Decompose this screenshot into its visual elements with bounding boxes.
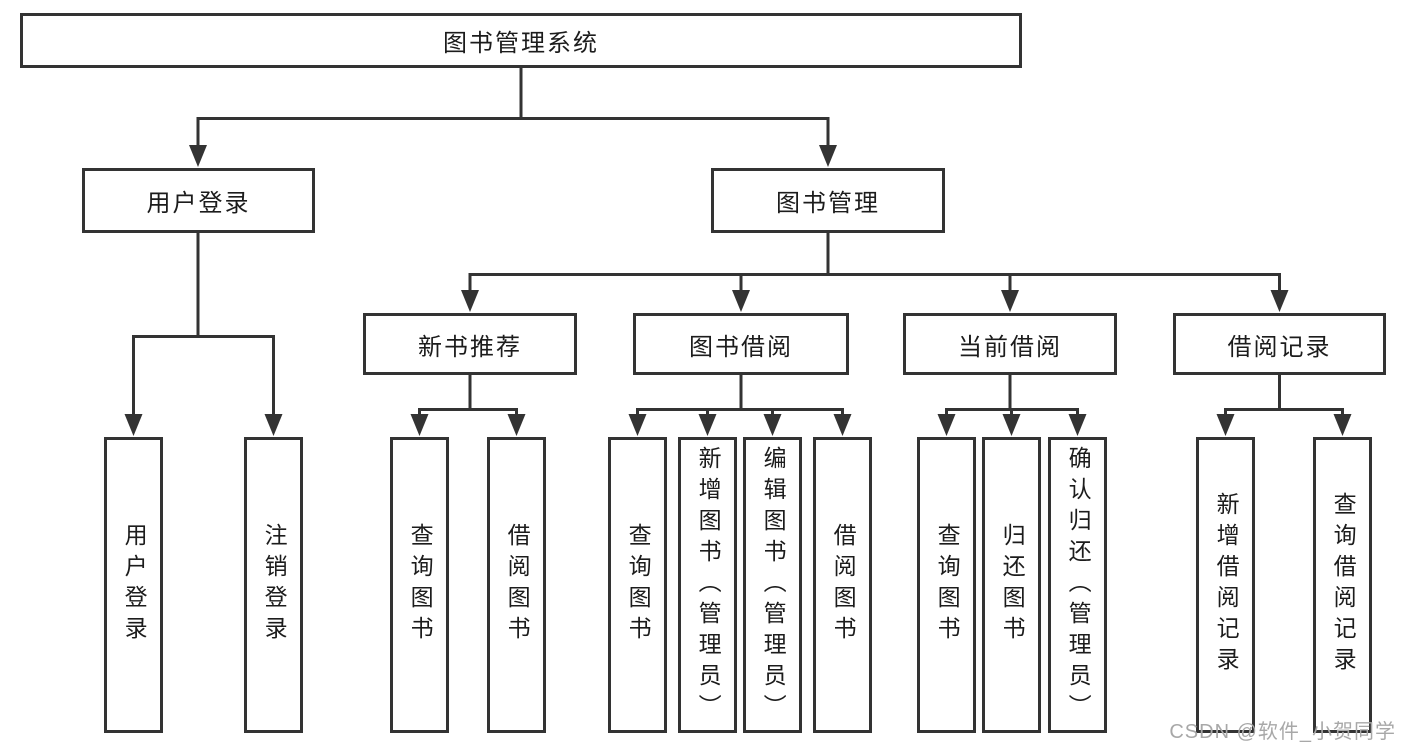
leaf-borrow-book-1: 借阅图书 <box>487 437 546 733</box>
leaf-label: 编辑图书（管理员） <box>760 445 787 725</box>
leaf-query-book-3: 查询图书 <box>917 437 976 733</box>
leaf-label: 用户登录 <box>121 523 148 647</box>
leaf-confirm-return-admin: 确认归还（管理员） <box>1048 437 1107 733</box>
csdn-watermark: CSDN @软件_小贺同学 <box>1169 721 1396 743</box>
node-new-book-recommend: 新书推荐 <box>363 313 577 375</box>
node-library-management-system: 图书管理系统 <box>20 13 1022 68</box>
leaf-edit-book-admin: 编辑图书（管理员） <box>743 437 802 733</box>
leaf-label: 借阅图书 <box>830 523 857 647</box>
leaf-query-book-1: 查询图书 <box>390 437 449 733</box>
leaf-label: 注销登录 <box>261 523 288 647</box>
node-book-borrow: 图书借阅 <box>633 313 849 375</box>
leaf-label: 借阅图书 <box>504 523 531 647</box>
leaf-query-borrow-record: 查询借阅记录 <box>1313 437 1372 733</box>
leaf-borrow-book-2: 借阅图书 <box>813 437 872 733</box>
leaf-label: 确认归还（管理员） <box>1065 445 1092 725</box>
leaf-label: 新增借阅记录 <box>1213 492 1240 678</box>
leaf-label: 查询图书 <box>625 523 652 647</box>
leaf-label: 归还图书 <box>999 523 1026 647</box>
leaf-label: 查询图书 <box>934 523 961 647</box>
leaf-logout: 注销登录 <box>244 437 303 733</box>
leaf-label: 查询借阅记录 <box>1330 492 1357 678</box>
leaf-add-book-admin: 新增图书（管理员） <box>678 437 737 733</box>
leaf-query-book-2: 查询图书 <box>608 437 667 733</box>
leaf-return-book: 归还图书 <box>982 437 1041 733</box>
leaf-add-borrow-record: 新增借阅记录 <box>1196 437 1255 733</box>
node-current-borrow: 当前借阅 <box>903 313 1117 375</box>
leaf-label: 新增图书（管理员） <box>695 445 722 725</box>
leaf-user-login: 用户登录 <box>104 437 163 733</box>
node-borrow-record: 借阅记录 <box>1173 313 1386 375</box>
node-book-management: 图书管理 <box>711 168 945 233</box>
node-user-login: 用户登录 <box>82 168 315 233</box>
leaf-label: 查询图书 <box>407 523 434 647</box>
